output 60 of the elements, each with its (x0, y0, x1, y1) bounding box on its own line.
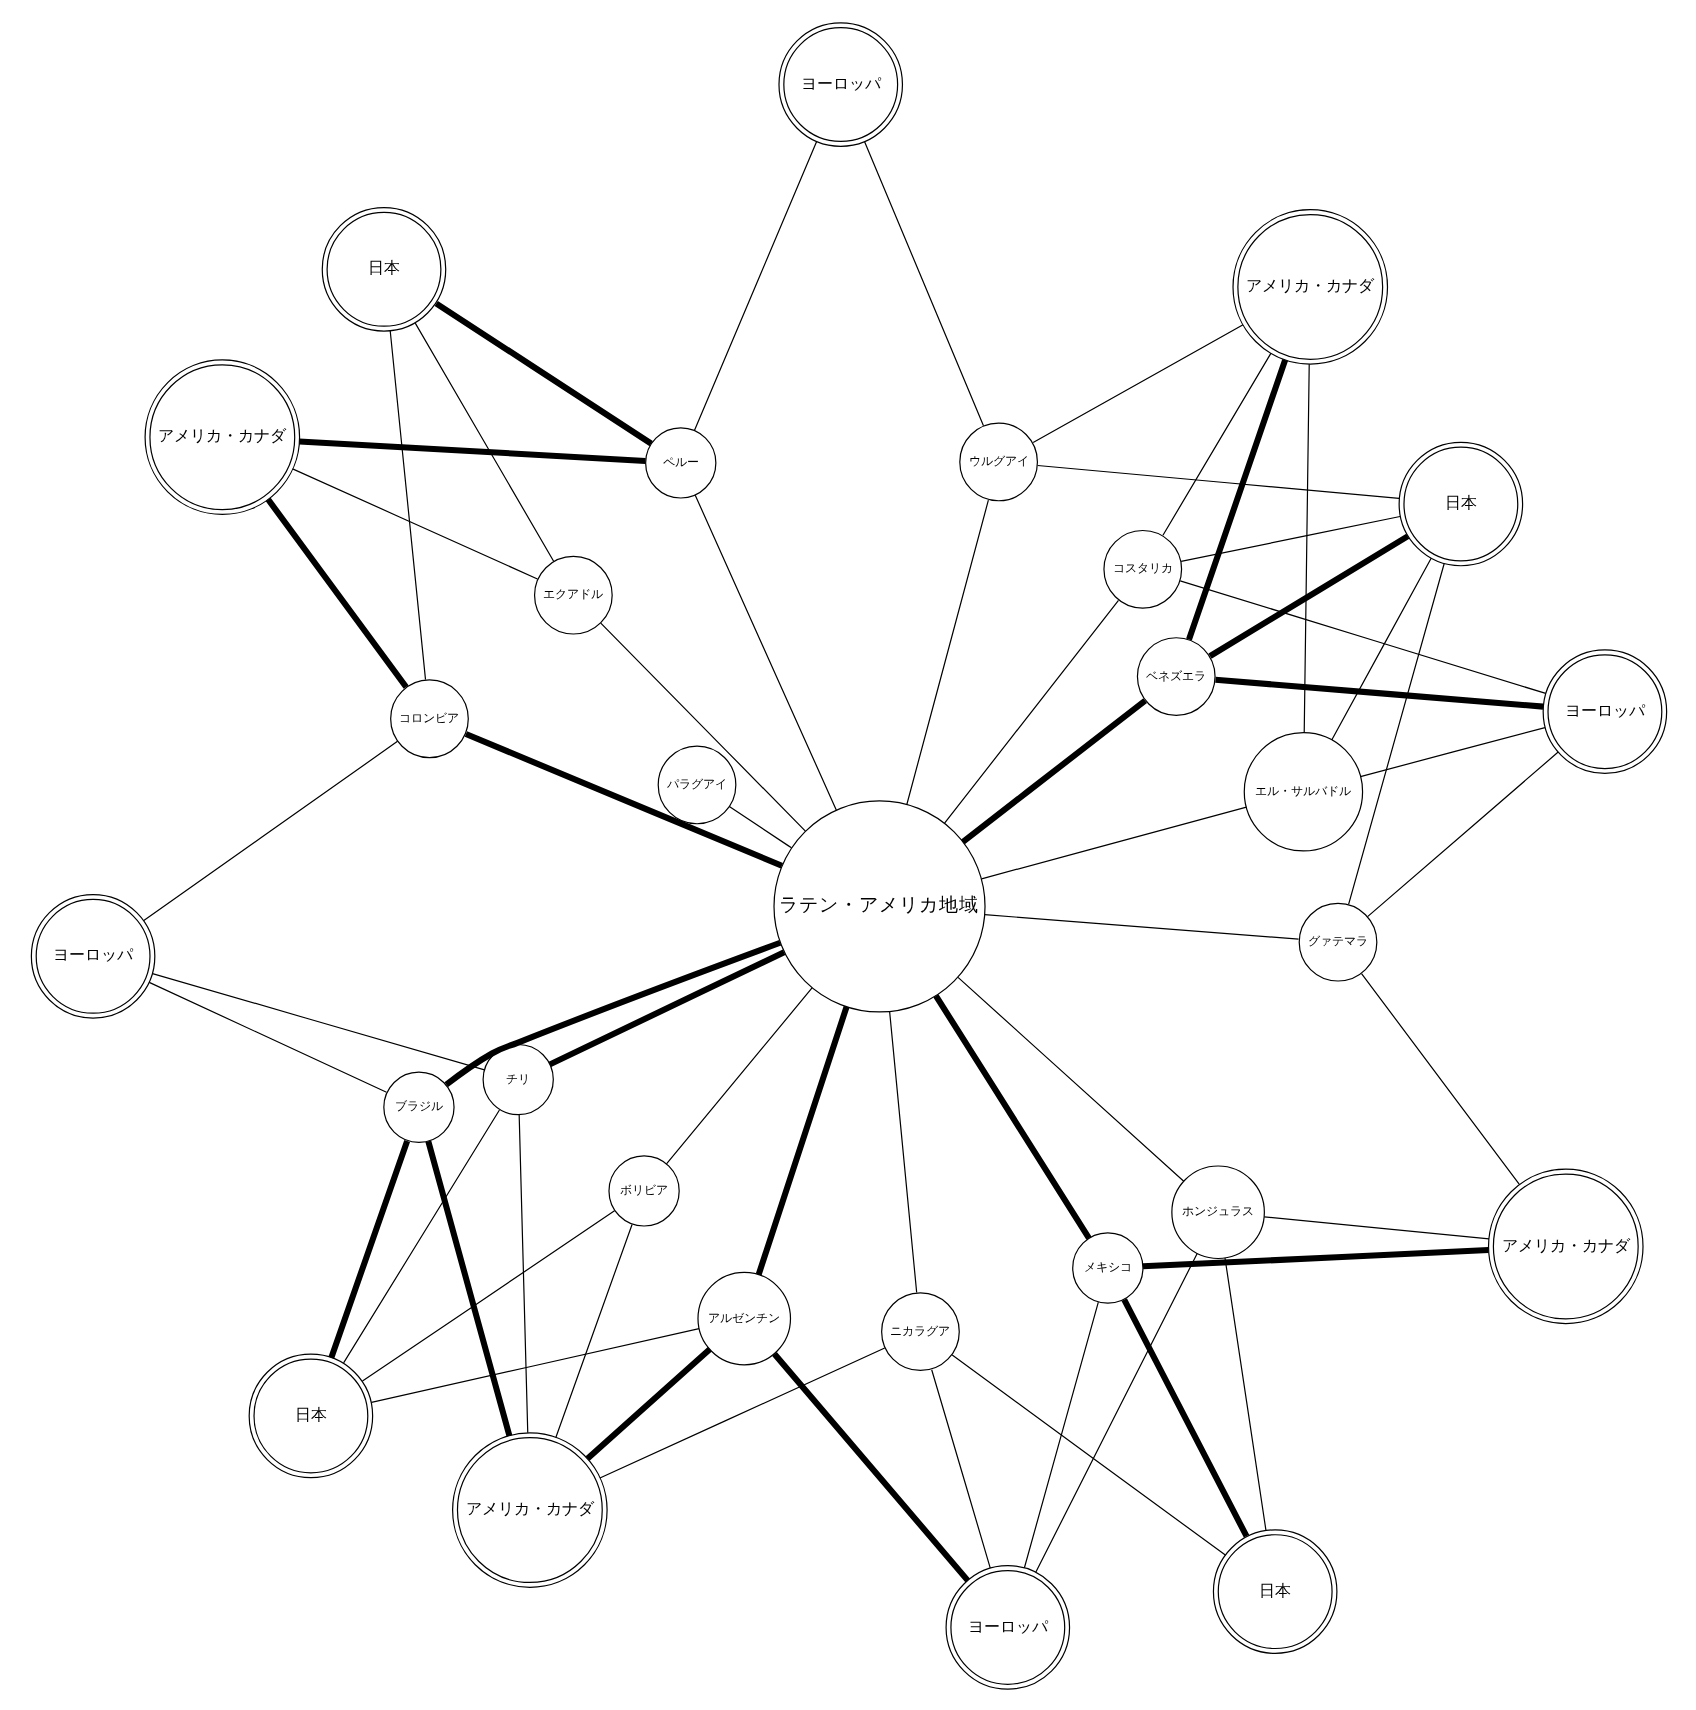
connector (150, 971, 485, 1070)
connector (1120, 1297, 1249, 1537)
connector (1214, 675, 1543, 709)
connector (424, 1139, 512, 1436)
connector (693, 493, 836, 810)
connector (517, 1113, 528, 1433)
connector (264, 496, 408, 688)
connector (554, 1222, 632, 1438)
connector (771, 1351, 969, 1582)
connector (950, 1353, 1225, 1555)
connector (1207, 532, 1409, 658)
connector (433, 299, 652, 446)
connector (298, 437, 645, 463)
connector (1262, 1215, 1489, 1239)
connector (754, 1004, 849, 1275)
connector (1223, 1256, 1266, 1530)
connector (291, 467, 538, 579)
connector (360, 1209, 615, 1381)
connector (888, 1009, 917, 1293)
connector (1359, 972, 1519, 1184)
connector (728, 805, 792, 848)
connector (664, 986, 812, 1164)
connector (1022, 1300, 1098, 1568)
connector (1031, 323, 1243, 443)
connector (692, 139, 817, 430)
connector (956, 975, 1184, 1181)
connector (905, 498, 988, 805)
connector (943, 598, 1119, 823)
connector (1178, 579, 1546, 694)
connector (547, 948, 785, 1067)
node-circle: ラテン・アメリカ地域 (772, 799, 985, 1012)
connector (369, 1327, 699, 1402)
connector (1302, 362, 1309, 732)
connector (980, 805, 1247, 879)
connector (1330, 556, 1431, 740)
connector (1034, 1251, 1197, 1572)
connector (1141, 1246, 1488, 1269)
connector (463, 730, 783, 868)
connector (1347, 561, 1444, 905)
connector (863, 140, 984, 426)
connector (932, 993, 1091, 1239)
connector (598, 1346, 885, 1478)
connector (1366, 750, 1558, 917)
connector (960, 697, 1147, 844)
connector (147, 980, 387, 1092)
connector (1358, 726, 1545, 777)
connector (599, 621, 805, 831)
connector (1179, 514, 1400, 562)
connector (443, 938, 781, 1087)
connector (1036, 463, 1399, 498)
connector (413, 321, 554, 561)
connector (930, 1368, 990, 1568)
connector (584, 1346, 711, 1460)
connector (983, 913, 1299, 939)
connector (342, 1108, 500, 1363)
connector (142, 739, 398, 921)
connector (388, 329, 426, 680)
connector (1185, 357, 1287, 640)
connector (327, 1138, 410, 1358)
connector (1161, 351, 1271, 535)
